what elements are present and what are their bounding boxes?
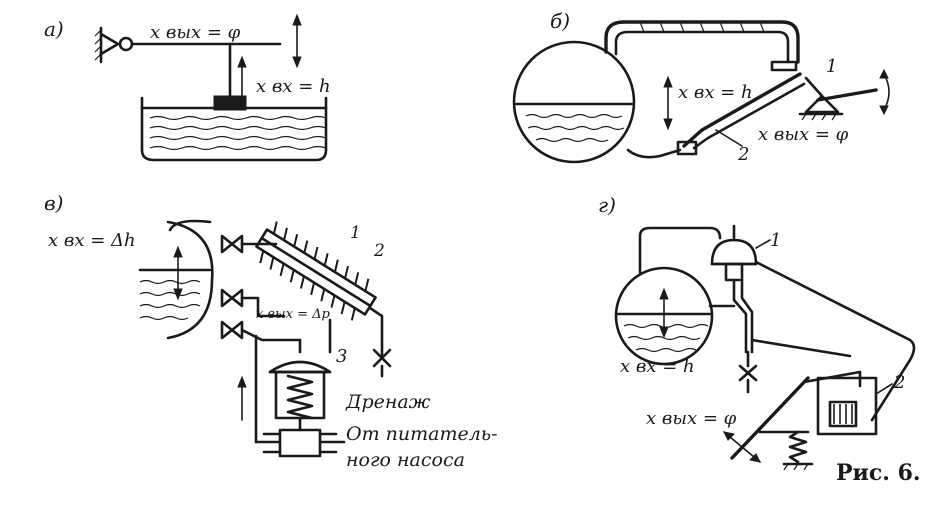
float-chamber — [710, 224, 758, 282]
input-label-g: x вх = h — [620, 356, 695, 377]
input-arrow — [237, 55, 247, 97]
feed-flow-arrow — [237, 375, 247, 421]
condensing-vessel — [255, 221, 377, 321]
lever-g — [730, 376, 810, 460]
part-2-label-b: 2 — [737, 144, 749, 165]
part-1-label-v: 1 — [350, 223, 361, 243]
panel-a-letter: а) — [44, 17, 64, 41]
pivot-support — [94, 26, 134, 64]
part-1-label-g: 1 — [770, 230, 781, 251]
lower-coupling — [676, 140, 698, 156]
water-v — [139, 279, 201, 321]
input-arrow-b — [663, 75, 673, 131]
drum-water — [525, 113, 625, 143]
panel-g: г) x вх = h 1 — [598, 193, 916, 471]
output-label: x вых = φ — [150, 22, 241, 43]
return-pipe — [626, 148, 682, 159]
tilted-tube — [682, 72, 802, 148]
output-label-b: x вых = φ — [758, 124, 849, 145]
balance-line — [240, 328, 302, 342]
output-label-g: x вых = φ — [646, 408, 737, 429]
part-2-label-g: 2 — [893, 372, 905, 393]
drum-edge-v — [166, 220, 214, 340]
input-label-b: x вх = h — [678, 82, 753, 103]
input-label: x вх = h — [256, 76, 331, 97]
tank — [140, 96, 328, 162]
water — [149, 115, 327, 151]
panel-v: в) x вх = Δh — [44, 191, 498, 471]
spring-g — [782, 430, 814, 471]
panel-v-letter: в) — [44, 191, 63, 215]
drain-line — [368, 306, 384, 360]
lever-b — [816, 88, 878, 102]
input-label-v: x вх = Δh — [48, 230, 136, 251]
pivot-b — [798, 94, 844, 121]
actuator-g — [802, 370, 878, 436]
steam-pipe-outer — [604, 20, 800, 64]
flange — [770, 60, 798, 72]
drum — [512, 40, 636, 164]
drain-label: Дренаж — [345, 391, 431, 413]
part-2-label-v: 2 — [373, 241, 385, 261]
part-3-label-v: 3 — [336, 346, 347, 367]
panel-a: а) x вых = φ x вх = h — [44, 13, 331, 162]
steam-pipe-inner — [614, 30, 790, 64]
pump-label-line2: ного насоса — [346, 449, 465, 471]
lower-impulse-line — [240, 296, 286, 318]
drum-valves — [220, 234, 244, 340]
pump-label-line1: От питатель- — [346, 423, 498, 445]
input-arrow-g — [659, 287, 669, 339]
figure-caption: Рис. 6. — [836, 460, 921, 486]
panel-g-letter: г) — [598, 193, 616, 217]
float — [213, 95, 247, 111]
pipe-insulation — [639, 21, 765, 33]
drain-valve — [372, 348, 392, 368]
part-1-label-b: 1 — [826, 56, 837, 77]
signal-pipe-g — [754, 260, 916, 422]
input-arrow-v — [173, 245, 183, 301]
output-arrow — [292, 13, 302, 69]
regulating-valve — [254, 360, 346, 458]
steam-loop-g — [638, 226, 722, 274]
drum-g — [614, 266, 714, 366]
lever-motion-arrow — [883, 73, 890, 111]
output-label-v: x вых = Δp — [256, 307, 330, 322]
panel-b-letter: б) — [550, 9, 570, 33]
drain-valve-g — [738, 364, 758, 382]
panel-b: б) — [512, 9, 890, 165]
